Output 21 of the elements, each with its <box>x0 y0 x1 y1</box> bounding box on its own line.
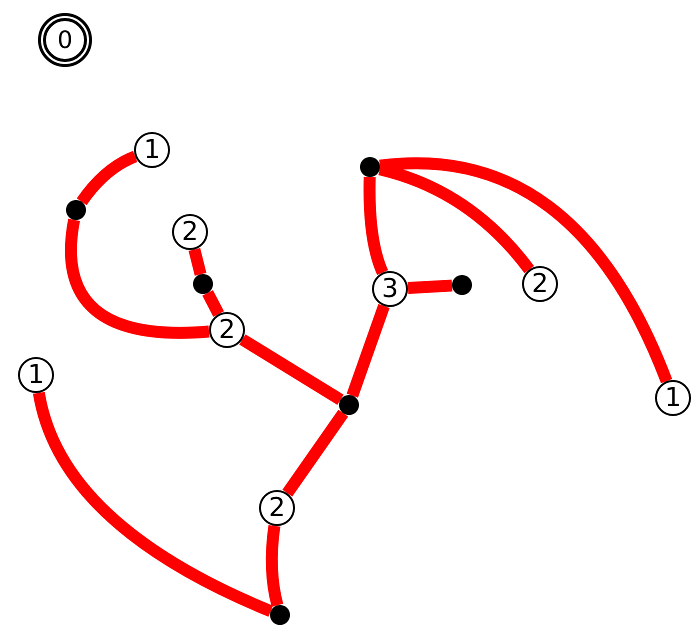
node-number: 2 <box>532 271 548 297</box>
node-number: 2 <box>218 317 236 343</box>
node-number: 1 <box>144 137 160 163</box>
connector-line <box>65 219 210 339</box>
node-number: 1 <box>28 362 44 388</box>
connector-line <box>239 334 344 405</box>
connector-line <box>282 410 348 497</box>
connector-line <box>202 290 224 317</box>
node-number: 2 <box>182 219 198 245</box>
node-number: 0 <box>57 28 73 52</box>
connector-line <box>364 176 388 275</box>
node-number: 2 <box>268 495 286 521</box>
connector-line <box>408 280 452 294</box>
connector-line <box>32 391 274 617</box>
connector-line <box>266 525 284 607</box>
connector-line <box>346 304 390 398</box>
connector-line <box>379 157 672 384</box>
connector-line <box>76 150 138 206</box>
node-number: 1 <box>664 385 682 411</box>
connector-line <box>188 248 206 276</box>
node-number: 3 <box>382 276 398 302</box>
